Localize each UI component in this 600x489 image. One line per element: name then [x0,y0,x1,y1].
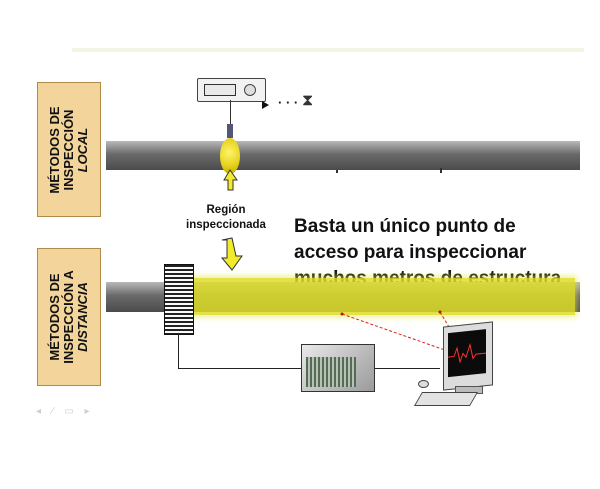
laser-line-left [341,313,463,357]
pipe-mark-2 [440,168,442,173]
probe-cable [230,100,231,126]
transducer-collar [164,264,194,335]
arrow-head-right [262,101,269,109]
region-label: Región inspeccionada [186,204,266,231]
unit-panel [306,357,356,387]
laser-point-left [340,312,344,316]
laser-line-right [439,311,465,353]
continuation-dots: · · · [278,95,299,110]
monitor [443,321,493,391]
laser-lines [340,310,465,357]
cable-down [178,333,179,369]
mouse [418,380,429,388]
instrument-screen [204,84,236,96]
keyboard [413,392,479,406]
remote-methods-label: MÉTODOS DE INSPECCIÓN A DISTANCIA [47,270,90,364]
monitor-screen [448,329,486,378]
inspected-spot [220,138,240,174]
slide-controls[interactable]: ◂ ⁄ ▭ ▸ [36,406,94,417]
instrument-knob [244,84,256,96]
pipe-mark-1 [336,170,338,173]
header-rule [72,48,584,52]
region-arrow-up [223,169,238,191]
portable-instrument [197,78,266,102]
region-arrows [220,169,243,271]
pipe-local [106,141,580,170]
laser-point-right [438,310,442,314]
local-methods-label-box: MÉTODOS DE INSPECCIÓN LOCAL [37,82,101,217]
probe-head [227,124,233,138]
local-methods-label: MÉTODOS DE INSPECCIÓN LOCAL [47,105,90,194]
hourglass-icon: ⧗ [302,92,314,109]
cable-to-pc [372,368,440,369]
inspected-length-highlight [187,278,575,315]
cable-right [178,368,302,369]
region-arrow-down [220,237,243,271]
waveform-icon [448,342,486,364]
acquisition-unit [301,344,375,392]
remote-methods-label-box: MÉTODOS DE INSPECCIÓN A DISTANCIA [37,248,101,386]
